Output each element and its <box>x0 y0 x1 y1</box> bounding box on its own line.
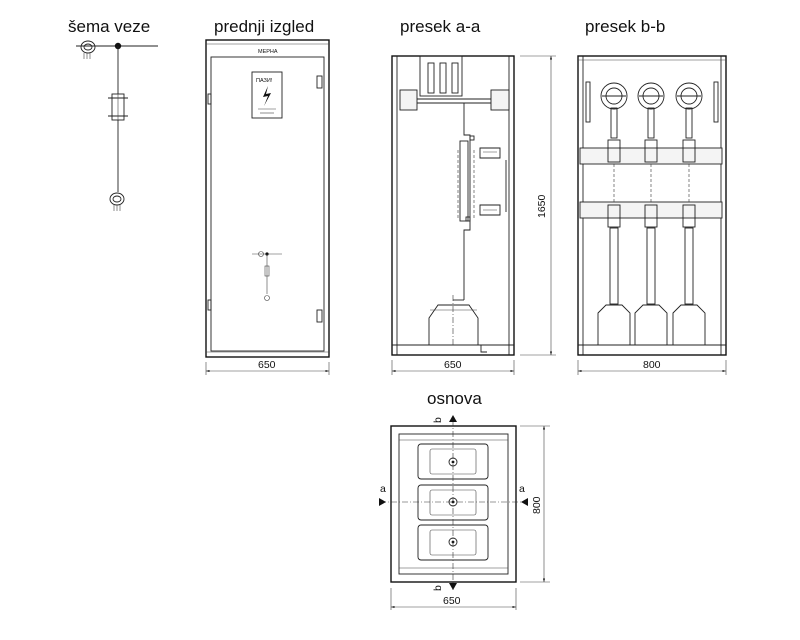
title-schema: šema veze <box>68 17 150 36</box>
svg-text:b: b <box>432 585 444 591</box>
fuse-base <box>457 140 501 222</box>
lightning-icon <box>263 86 271 106</box>
svg-text:b: b <box>432 417 444 423</box>
base-depth-dimension: 800 <box>531 496 543 514</box>
phase-2 <box>634 82 668 346</box>
front-width-dimension: 650 <box>258 359 276 371</box>
svg-text:a: a <box>519 483 525 495</box>
busbar-assembly <box>399 55 510 111</box>
connection-schema <box>76 40 158 211</box>
phase-1 <box>597 82 631 346</box>
door-mimic-diagram <box>252 251 282 301</box>
lower-rail <box>579 201 723 219</box>
aa-height-dimension: 1650 <box>536 194 548 218</box>
front-view: МЕРНА ПАЗИ! 650 <box>205 39 330 375</box>
warning-sign-text: ПАЗИ! <box>256 78 273 84</box>
title-section-bb: presek b-b <box>585 17 665 36</box>
fuse-symbol <box>108 93 128 121</box>
cable-termination <box>428 295 479 346</box>
section-marker-b-top: b <box>432 415 457 423</box>
aa-width-dimension: 650 <box>444 359 462 371</box>
door-lock-bottom <box>316 309 323 323</box>
section-marker-a-left: a <box>379 483 386 506</box>
bb-width-dimension: 800 <box>643 359 661 371</box>
section-aa: 1650 650 <box>391 55 556 375</box>
base-view: a a b b 800 650 <box>379 415 550 610</box>
cable-terminal-symbol <box>109 192 125 211</box>
title-front-view: prednji izgled <box>214 17 314 36</box>
phase-3 <box>672 82 706 346</box>
current-transformer-symbol-top <box>80 40 96 59</box>
warning-sign: ПАЗИ! <box>251 71 283 119</box>
section-marker-b-bottom: b <box>432 583 457 591</box>
section-marker-a-right: a <box>519 483 528 506</box>
door-lock-top <box>316 75 323 89</box>
section-bb: 800 <box>577 55 727 375</box>
title-base: osnova <box>427 389 482 408</box>
title-section-aa: presek a-a <box>400 17 481 36</box>
panel-label: МЕРНА <box>258 49 278 55</box>
base-width-dimension: 650 <box>443 595 461 607</box>
svg-text:a: a <box>380 483 386 495</box>
